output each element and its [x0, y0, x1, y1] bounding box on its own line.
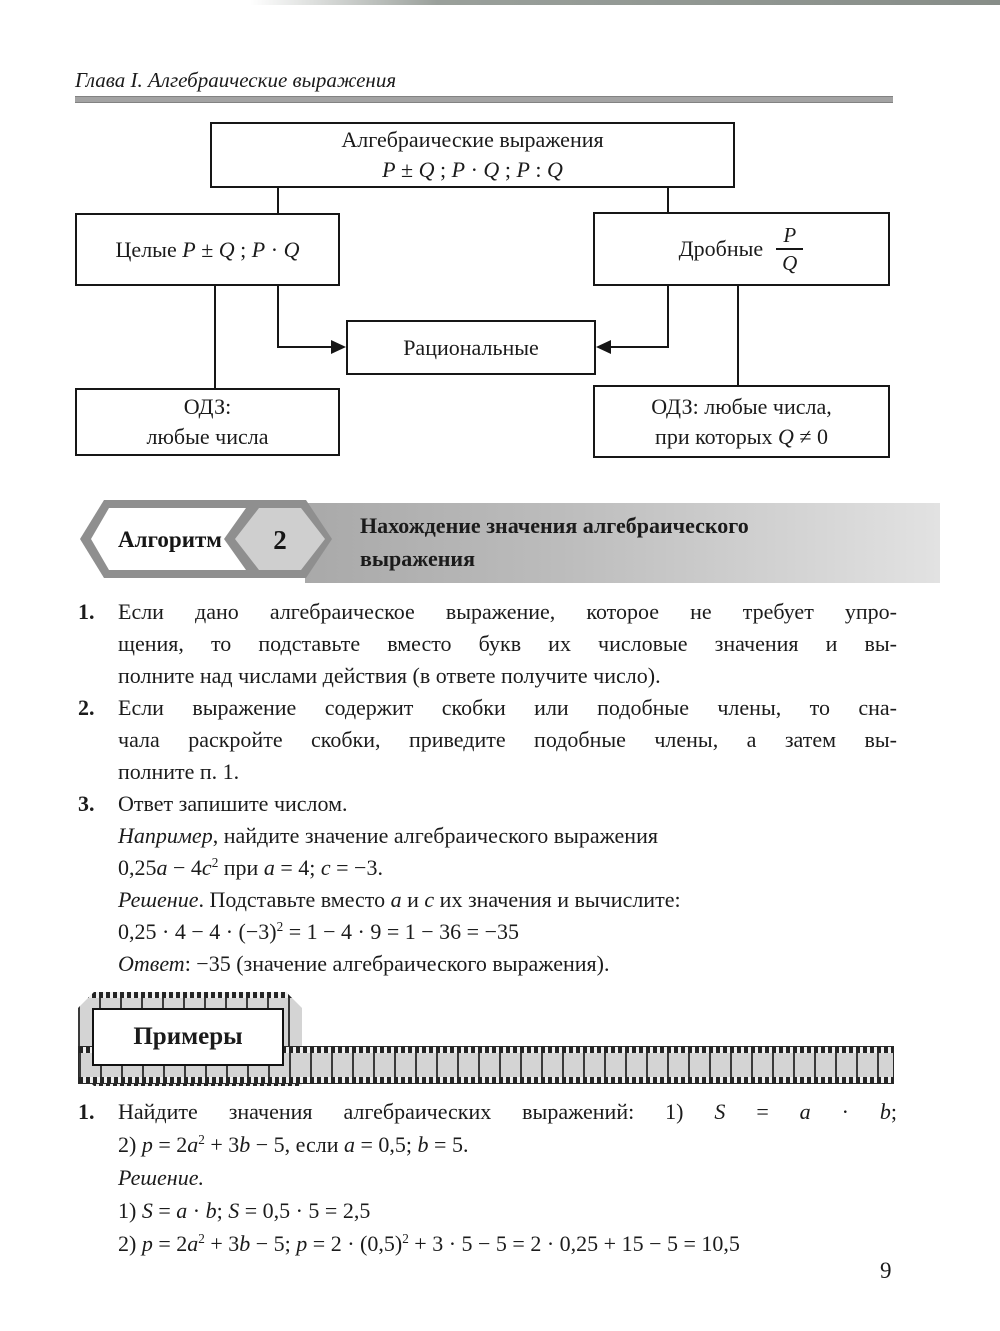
fraction-denominator: Q: [782, 251, 798, 275]
flowchart-top-title: Алгебраические выражения: [341, 127, 604, 152]
example-intro: Например, найдите значение алгебраическо…: [118, 823, 658, 848]
example-solution: Решение. Подставьте вместо a и c их знач…: [118, 887, 681, 912]
flowchart-middle-text: Рациональные: [403, 334, 539, 360]
connector-right-down: [667, 286, 669, 348]
exercise-line2: 2) p = 2a2 + 3b − 5, если a = 0,5; b = 5…: [118, 1132, 469, 1157]
fraction-numerator: P: [776, 222, 804, 250]
flowchart-left-text: Целые P ± Q ; P · Q: [115, 236, 300, 262]
flowchart-bottom-left-box: ОДЗ: любые числа: [75, 388, 340, 456]
flowchart-right-box: Дробные P Q: [593, 212, 890, 286]
connector-right-horizontal: [611, 346, 669, 348]
example-computation: 0,25 · 4 − 4 · (−3)2 = 1 − 4 · 9 = 1 − 3…: [118, 919, 519, 944]
algorithm-banner-strip: [305, 503, 940, 583]
chapter-rule: [75, 96, 893, 103]
flowchart-right-label: Дробные: [678, 236, 764, 261]
step-2-line3: полните п. 1.: [118, 759, 240, 784]
scan-edge-shadow: [250, 0, 1000, 5]
flowchart-middle-box: Рациональные: [346, 320, 596, 375]
flowchart-left-box: Целые P ± Q ; P · Q: [75, 213, 340, 286]
connector-top-to-left: [277, 188, 279, 213]
example-expression: 0,25a − 4c2 при a = 4; c = −3.: [118, 855, 383, 880]
algorithm-badge: Алгоритм 2: [80, 500, 332, 578]
step-1-number: 1.: [78, 599, 95, 624]
flowchart-top-box: Алгебраические выражения P ± Q ; P · Q ;…: [210, 122, 735, 188]
odz-left-line2: любые числа: [146, 424, 269, 449]
connector-right-to-odz: [737, 286, 739, 385]
algorithm-title: Нахождение значения алгебраического выра…: [360, 509, 749, 575]
odz-right-line1: ОДЗ: любые числа,: [651, 393, 832, 419]
fraction-p-over-q: P Q: [775, 222, 804, 276]
page-number: 9: [880, 1258, 892, 1283]
algorithm-title-line1: Нахождение значения алгебраического: [360, 513, 749, 538]
exercise-line1: Найдите значения алгебраических выражени…: [118, 1099, 897, 1124]
exercise-solution-label: Решение.: [118, 1165, 204, 1190]
arrowhead-left-icon: [596, 340, 611, 354]
step-3-number: 3.: [78, 791, 95, 816]
step-1-line1: Если дано алгебраическое выражение, кото…: [118, 599, 897, 624]
exercise-solution-1: 1) S = a · b; S = 0,5 · 5 = 2,5: [118, 1198, 371, 1223]
connector-left-horizontal: [277, 346, 332, 348]
algorithm-number: 2: [273, 525, 287, 555]
flowchart-top-math: P ± Q ; P · Q ; P : Q: [382, 157, 563, 182]
odz-right-line2: при которых Q ≠ 0: [655, 423, 828, 449]
badge-label-area: [91, 508, 246, 570]
connector-left-to-odz: [214, 286, 216, 388]
connector-top-to-right: [667, 188, 669, 213]
exercise-solution-2: 2) p = 2a2 + 3b − 5; p = 2 · (0,5)2 + 3 …: [118, 1231, 740, 1256]
examples-label-box: Примеры: [92, 1008, 284, 1066]
badge-number-hexagon: [235, 508, 325, 570]
algorithm-title-line2: выражения: [360, 546, 475, 571]
step-1-line3: полните над числами действия (в ответе п…: [118, 663, 661, 688]
flowchart-bottom-right-box: ОДЗ: любые числа, при которых Q ≠ 0: [593, 385, 890, 458]
odz-left-line1: ОДЗ:: [183, 394, 232, 419]
examples-label: Примеры: [133, 1023, 243, 1050]
step-2-line1: Если выражение содержит скобки или подоб…: [118, 695, 897, 720]
step-2-number: 2.: [78, 695, 95, 720]
chapter-header: Глава I. Алгебраические выражения: [75, 68, 397, 92]
example-answer: Ответ: −35 (значение алгебраического выр…: [118, 951, 610, 976]
step-1-line2: щения, то подставьте вместо букв их числ…: [118, 631, 897, 656]
exercise-1-number: 1.: [78, 1099, 95, 1124]
step-3-line1: Ответ запишите числом.: [118, 791, 348, 816]
connector-left-down: [277, 286, 279, 348]
algorithm-label: Алгоритм: [118, 527, 222, 552]
step-2-line2: чала раскройте скобки, приведите подобны…: [118, 727, 897, 752]
arrowhead-right-icon: [331, 340, 346, 354]
